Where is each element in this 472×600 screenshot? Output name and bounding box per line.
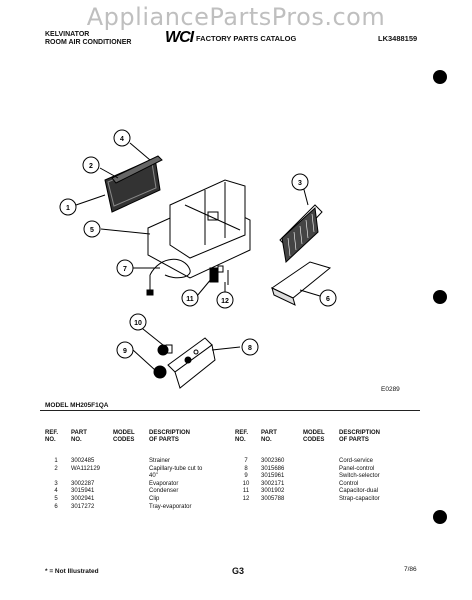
callout-12: 12: [221, 298, 229, 305]
print-date: 7/86: [404, 566, 417, 573]
table-row: 40": [149, 473, 158, 480]
binder-hole-icon: [433, 510, 447, 524]
callout-9: 9: [123, 348, 127, 355]
binder-hole-icon: [433, 70, 447, 84]
model-header: MODEL: [303, 430, 325, 436]
binder-hole-icon: [433, 290, 447, 304]
part-header: PART: [71, 430, 87, 436]
callout-8: 8: [248, 345, 252, 352]
exploded-parts-diagram: 1 2 3 4 5 6 7 8 9 10 11 12: [59, 129, 337, 389]
part-header: PART: [261, 430, 277, 436]
divider: [40, 410, 420, 411]
catalog-id: LK3488159: [378, 34, 418, 43]
callout-5: 5: [90, 227, 94, 234]
model-header: MODEL: [113, 430, 135, 436]
callout-3: 3: [298, 180, 302, 187]
callout-6: 6: [326, 296, 330, 303]
brand-name: KELVINATOR: [45, 31, 90, 38]
callout-4: 4: [120, 136, 124, 143]
ref-header: REF.: [235, 430, 249, 436]
ref-header: REF.: [45, 430, 59, 436]
site-watermark: AppliancePartsPros.com: [86, 3, 386, 31]
callout-11: 11: [186, 296, 194, 303]
callout-2: 2: [89, 163, 93, 170]
catalog-title: FACTORY PARTS CATALOG: [196, 34, 297, 43]
callout-1: 1: [66, 205, 70, 212]
product-type: ROOM AIR CONDITIONER: [45, 39, 132, 46]
callout-7: 7: [123, 266, 127, 273]
diagram-code: E0289: [381, 386, 400, 393]
desc-header: DESCRIPTION: [339, 430, 381, 436]
page-number: G3: [232, 566, 245, 576]
callout-10: 10: [134, 320, 142, 327]
desc-header: DESCRIPTION: [149, 430, 191, 436]
not-illustrated-note: * = Not Illustrated: [45, 568, 99, 575]
wci-logo: WCI: [165, 29, 194, 46]
model-label: MODEL MH205F1QA: [45, 402, 109, 409]
